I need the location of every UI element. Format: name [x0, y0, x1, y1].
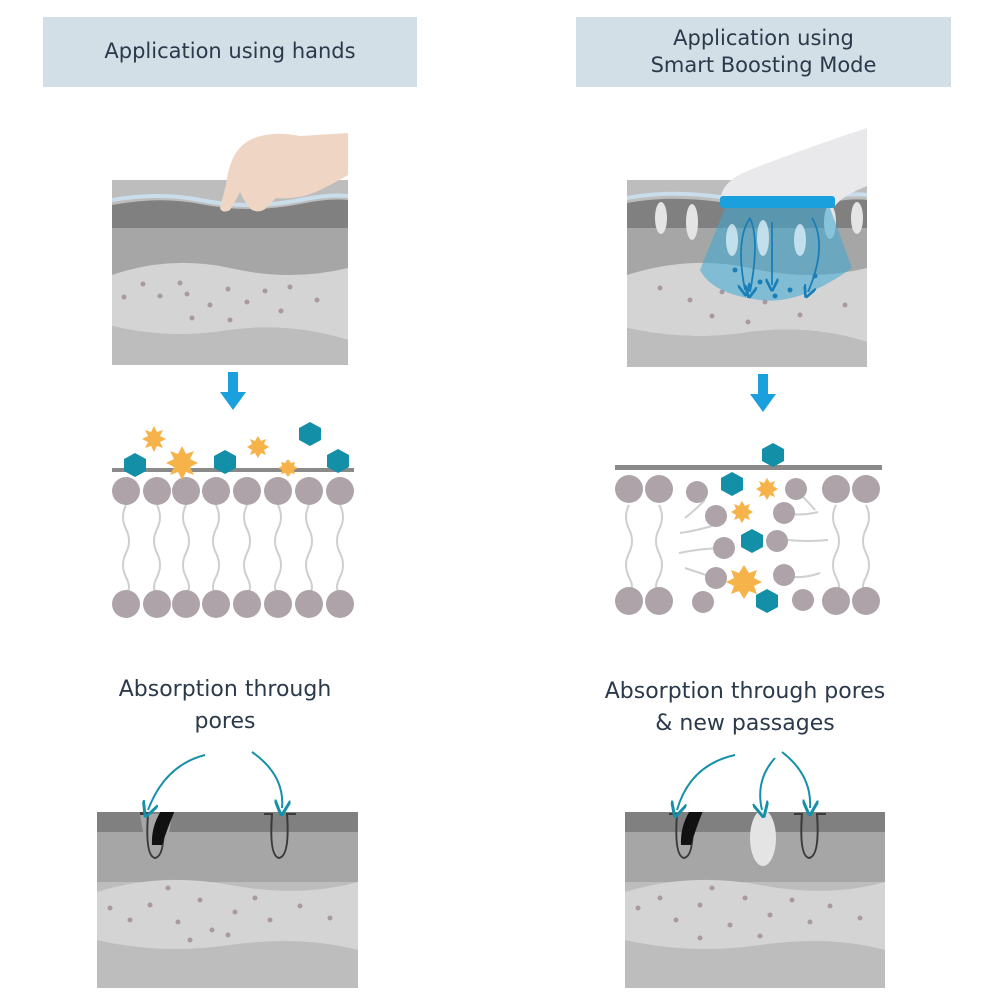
right-header-line1: Application using: [673, 25, 854, 50]
left-caption-line2: pores: [194, 709, 256, 734]
skin-pores-device: [625, 812, 885, 988]
cone-flow-arrows: [741, 217, 821, 292]
device-icon: [720, 128, 867, 206]
device-band: [720, 196, 835, 208]
left-header-text: Application using hands: [104, 39, 356, 64]
cone-passages: [726, 220, 806, 256]
right-caption-line2: & new passages: [655, 711, 835, 736]
skin-block-hands: [112, 180, 348, 365]
right-caption: Absorption through pores & new passages: [560, 676, 930, 740]
hex-molecules: [124, 422, 349, 477]
dots-hands: [121, 280, 320, 323]
curved-arrow-icon: [148, 751, 282, 810]
left-caption-line1: Absorption through: [118, 677, 332, 702]
left-header: Application using hands: [43, 17, 417, 87]
membrane-intact: [112, 422, 354, 618]
dots-bottom-left: [107, 885, 333, 943]
dots-bottom-right: [635, 885, 863, 941]
right-header: Application using Smart Boosting Mode: [576, 17, 951, 87]
dots-device: [657, 285, 848, 325]
down-arrow-icon: [750, 374, 776, 412]
right-caption-line1: Absorption through pores: [604, 679, 886, 704]
curved-arrow-icon: [677, 751, 810, 810]
down-arrow-icon: [220, 372, 246, 410]
star-molecules: [142, 426, 298, 480]
skin-pores-hands: [97, 812, 358, 988]
hand-icon: [220, 133, 348, 212]
right-header-line2: Smart Boosting Mode: [650, 53, 877, 77]
left-caption: Absorption through pores: [70, 674, 380, 738]
cone-dots: [732, 267, 818, 299]
membrane-disrupted: [615, 443, 882, 615]
